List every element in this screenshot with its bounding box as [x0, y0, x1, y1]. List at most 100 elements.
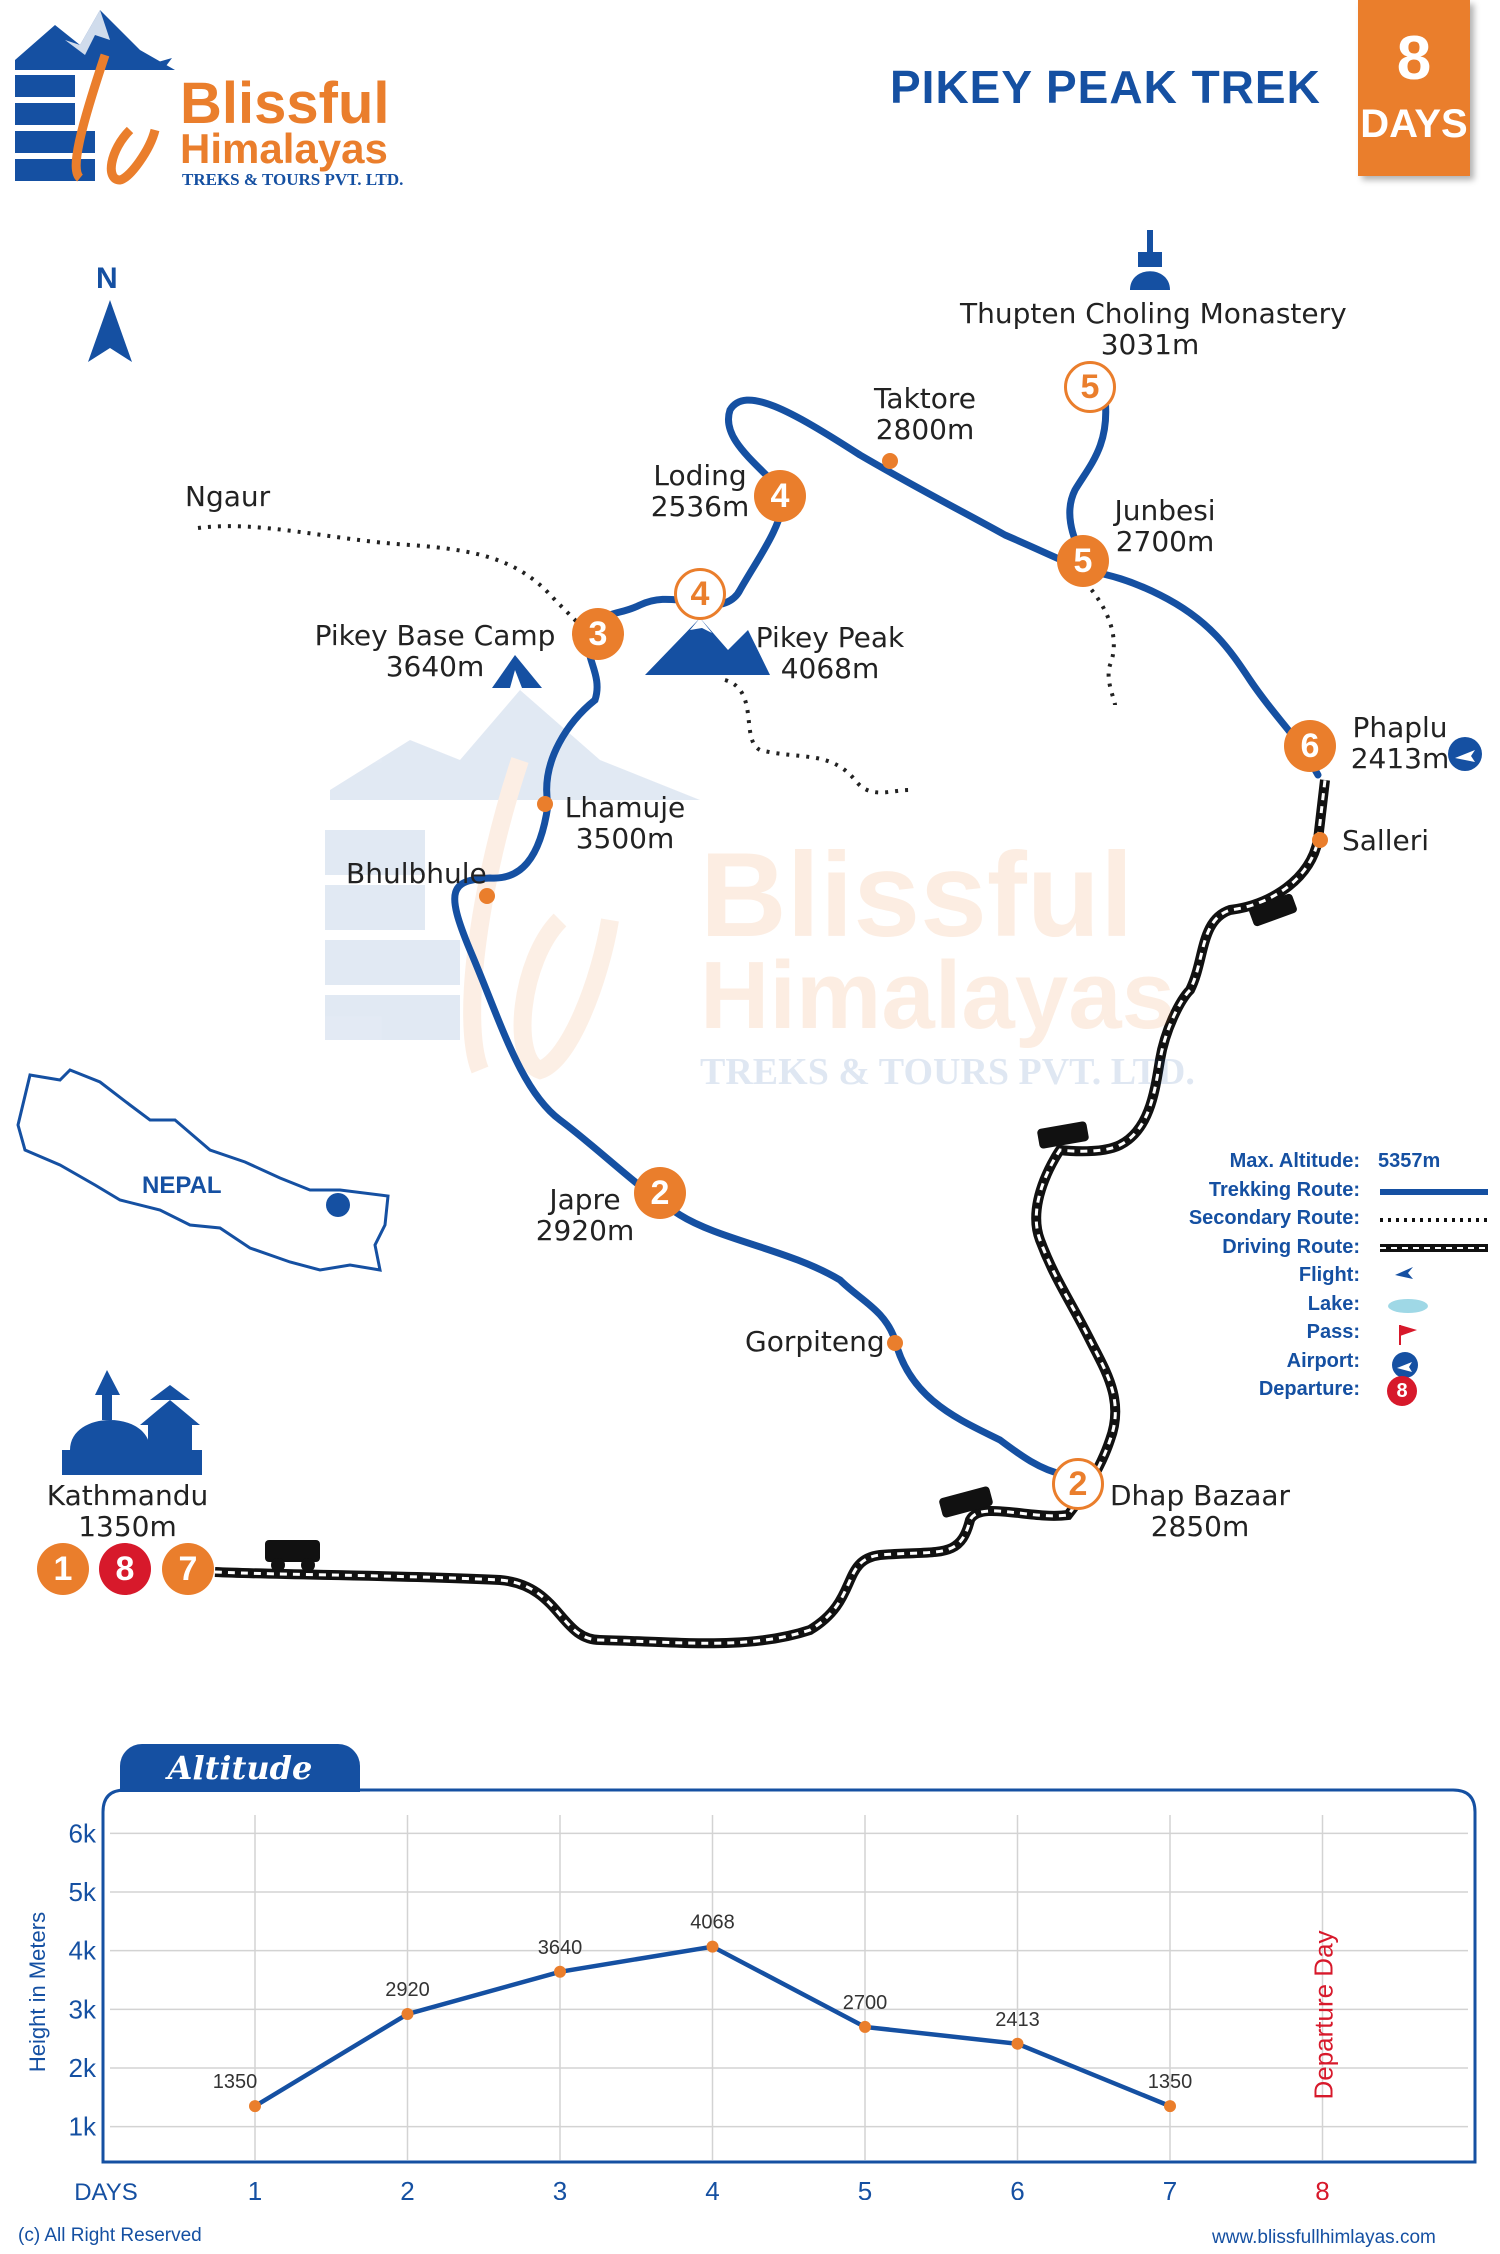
label-pikey-base-camp: Pikey Base Camp 3640m [310, 620, 560, 682]
watermark-line3: TREKS & TOURS PVT. LTD. [700, 1051, 1195, 1093]
x-tick-label: 2 [400, 2176, 414, 2200]
legend-departure-badge: 8 [1387, 1376, 1417, 1406]
waypoint-dot-lhamuje [537, 796, 553, 812]
day-marker-kathmandu: 7 [162, 1543, 214, 1595]
airport-icon [1448, 737, 1482, 771]
label-japre: Japre 2920m [530, 1184, 640, 1246]
waypoint-dot-salleri [1312, 832, 1328, 848]
altitude-data-label: 1350 [213, 2071, 258, 2093]
kathmandu-temple-icon [62, 1370, 202, 1475]
day-marker-kathmandu: 8 [99, 1543, 151, 1595]
day-marker-phaplu: 6 [1284, 720, 1336, 772]
legend-label: Airport: [1286, 1349, 1360, 1372]
days-label: DAYS [1360, 102, 1468, 146]
label-gorpiteng: Gorpiteng [745, 1325, 885, 1358]
altitude-data-label: 2413 [995, 2009, 1040, 2031]
place-altitude: 2700m [1115, 525, 1215, 558]
legend-value: 5357m [1378, 1150, 1441, 1172]
y-tick-label: 3k [69, 1994, 97, 2024]
waypoint-dot-taktore [882, 453, 898, 469]
chart-frame [101, 1788, 1477, 2164]
secondary-route-peak [724, 678, 911, 795]
x-tick-label: 3 [553, 2176, 567, 2200]
legend-flight-icon [1395, 1267, 1413, 1279]
copyright-text: (c) All Right Reserved [18, 2225, 202, 2246]
place-name: Phaplu [1352, 711, 1448, 744]
x-tick-label: 8 [1315, 2176, 1329, 2200]
compass-letter: N [96, 262, 118, 295]
x-tick-label: 6 [1010, 2176, 1024, 2200]
altitude-point [401, 2008, 414, 2021]
label-ngaur: Ngaur [185, 480, 271, 513]
label-monastery: Thupten Choling Monastery 3031m [960, 297, 1347, 360]
altitude-data-label: 1350 [1148, 2071, 1193, 2093]
brand-name-line1: Blissful [180, 71, 390, 136]
place-altitude: 2850m [1150, 1510, 1250, 1543]
day-marker-peak: 4 [674, 568, 726, 620]
company-logo [15, 10, 175, 185]
place-name: Thupten Choling Monastery [960, 297, 1347, 330]
place-altitude: 3640m [385, 650, 485, 683]
altitude-point [554, 1965, 566, 1978]
altitude-point [1164, 2100, 1176, 2113]
legend-label: Pass: [1306, 1321, 1360, 1343]
label-phaplu: Phaplu 2413m [1345, 712, 1455, 774]
place-name: Lhamuje [564, 791, 686, 824]
y-tick-label: 2k [69, 2053, 97, 2083]
departure-day-annotation: Departure Day [1309, 1930, 1339, 2099]
label-pikey-peak: Pikey Peak 4068m [750, 622, 910, 684]
jeep-icon [1037, 1121, 1089, 1149]
place-name: Japre [549, 1183, 621, 1216]
place-name: Kathmandu [46, 1479, 209, 1512]
mountain-peak-icon [645, 618, 770, 675]
place-name: Dhap Bazaar [1110, 1479, 1291, 1512]
tent-icon [492, 655, 542, 688]
legend-label: Lake: [1307, 1292, 1360, 1315]
place-name: Pikey Base Camp [314, 619, 556, 652]
legend-lake-icon [1388, 1299, 1428, 1313]
nepal-map-outline [16, 1068, 390, 1272]
place-name: Loding [653, 459, 747, 492]
altitude-data-label: 4068 [690, 1912, 735, 1934]
days-badge: 8 DAYS [1358, 0, 1470, 176]
y-tick-label: 1k [69, 2112, 97, 2142]
x-tick-label: 7 [1163, 2176, 1177, 2200]
place-altitude: 4068m [780, 652, 880, 685]
secondary-route-ngaur [197, 524, 587, 632]
altitude-data-label: 2920 [385, 1979, 430, 2001]
label-dhap-bazaar: Dhap Bazaar 2850m [1110, 1480, 1290, 1542]
jeep-icon [939, 1486, 993, 1518]
label-bhulbhule: Bhulbhule [346, 857, 487, 890]
label-lhamuje: Lhamuje 3500m [560, 792, 690, 854]
stupa-icon [1130, 230, 1170, 290]
legend-airport-icon [1392, 1352, 1418, 1378]
label-taktore: Taktore 2800m [855, 383, 995, 445]
website-text: www.blissfullhimlayas.com [1212, 2227, 1436, 2248]
legend-label: Departure: [1258, 1378, 1360, 1400]
kathmandu-dot-icon [326, 1193, 350, 1217]
label-junbesi: Junbesi 2700m [1100, 495, 1230, 557]
day-marker-japre: 2 [634, 1167, 686, 1219]
y-tick-label: 5k [69, 1877, 97, 1907]
x-tick-label: 1 [248, 2176, 262, 2200]
jeep-icon [1249, 893, 1297, 927]
brand-name-line2: Himalayas [180, 125, 388, 172]
altitude-point [1011, 2037, 1024, 2050]
place-altitude: 2800m [875, 413, 975, 446]
days-number: 8 [1396, 24, 1432, 93]
day-marker-kathmandu: 1 [37, 1543, 89, 1595]
day-marker-dhap: 2 [1052, 1458, 1104, 1510]
day-marker-monastery: 5 [1064, 361, 1116, 413]
brand-tagline: TREKS & TOURS PVT. LTD. [182, 170, 404, 189]
altitude-point [249, 2100, 261, 2113]
watermark-line2: Himalayas [700, 942, 1175, 1049]
place-name: Pikey Peak [755, 621, 905, 654]
place-altitude: 2413m [1350, 742, 1450, 775]
altitude-data-label: 3640 [538, 1937, 583, 1959]
page-title: PIKEY PEAK TREK [890, 61, 1321, 113]
altitude-chart-title: Altitude Chart [120, 1744, 360, 1835]
day-marker-loding: 4 [754, 470, 806, 522]
waypoint-dot-gorpiteng [887, 1335, 903, 1351]
label-salleri: Salleri [1342, 824, 1430, 857]
